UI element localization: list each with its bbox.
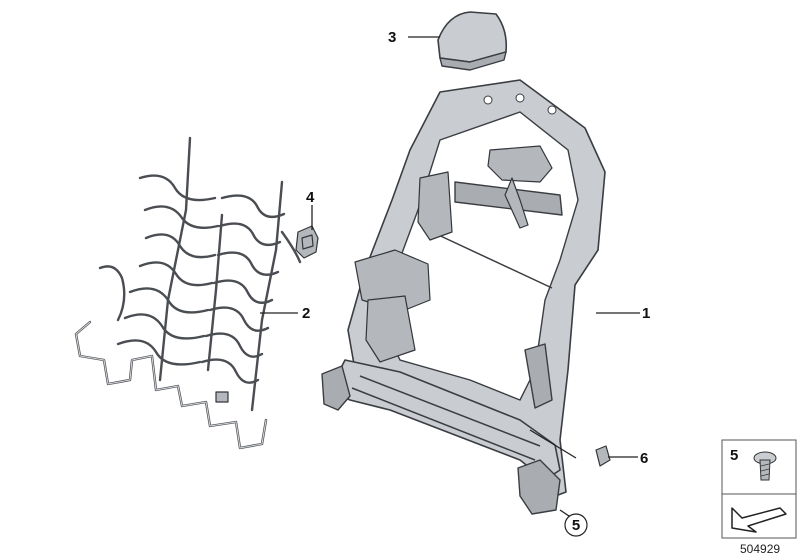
small-clip-part[interactable] (595, 445, 611, 467)
callout-6[interactable]: 6 (640, 450, 648, 467)
callout-5[interactable]: 5 (572, 517, 580, 534)
backrest-frame-part[interactable] (321, 79, 606, 515)
orientation-arrow-icon (731, 507, 787, 533)
legend-screw-box (721, 439, 797, 495)
callout-1[interactable]: 1 (642, 305, 650, 322)
callout-2[interactable]: 2 (302, 305, 310, 322)
screw-icon (753, 451, 777, 481)
callout-4[interactable]: 4 (306, 189, 315, 206)
callout-5-circled[interactable]: 5 (564, 513, 588, 537)
spring-mat-part[interactable] (74, 136, 302, 450)
parts-legend: 5 504929 (721, 439, 797, 556)
callout-3[interactable]: 3 (388, 29, 396, 46)
document-number: 504929 (740, 542, 780, 556)
clip-part[interactable] (295, 225, 319, 259)
legend-item-number: 5 (730, 447, 738, 464)
headrest-guide-part[interactable] (437, 11, 508, 71)
